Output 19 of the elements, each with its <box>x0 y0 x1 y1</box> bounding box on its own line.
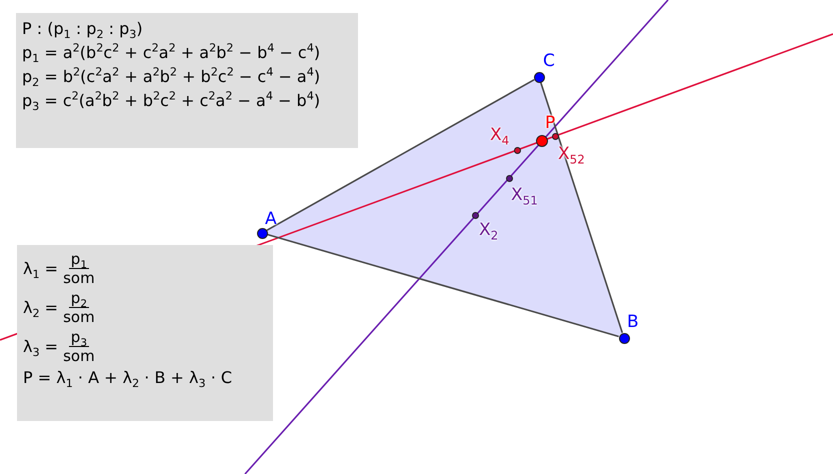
point-label: X$_{4}$ <box>490 125 510 145</box>
point-marker <box>534 72 544 82</box>
formula: P = λ$_{1}$ · A + λ$_{2}$ · B + λ$_{3}$ · C <box>23 367 234 390</box>
point-label: X$_{2}$ <box>479 220 498 240</box>
point-label: B <box>627 312 639 332</box>
triangle-side <box>266 79 535 231</box>
formula: p$_{2}$ = b$^{2}$(c$^{2}$a$^{2}$ + a$^{2}$b$^{2}$ + b$^{2}$c$^{2}$ − c$^{4}$ − a$^{4}$) <box>22 65 322 89</box>
formula: P : (p$_{1}$ : p$_{2}$ : p$_{3}$) <box>22 18 144 41</box>
point-marker <box>618 332 630 344</box>
point-label: A <box>265 209 277 229</box>
triangle-side <box>540 82 624 334</box>
formula: p$_{3}$ = c$^{2}$(a$^{2}$b$^{2}$ + b$^{2}$c$^{2}$ + c$^{2}$a$^{2}$ − a$^{4}$ − b$^{4}$) <box>22 89 322 113</box>
formula: p$_{1}$ = a$^{2}$(b$^{2}$c$^{2}$ + c$^{2}$a$^{2}$ + a$^{2}$b$^{2}$ − b$^{4}$ − c$^{4}$) <box>22 41 322 65</box>
formula-panel <box>16 13 358 148</box>
triangle-side <box>267 234 619 338</box>
formula-panel <box>17 245 273 421</box>
point-label: C <box>543 51 555 71</box>
point-marker <box>256 228 268 238</box>
point-label: X$_{51}$ <box>511 185 538 205</box>
